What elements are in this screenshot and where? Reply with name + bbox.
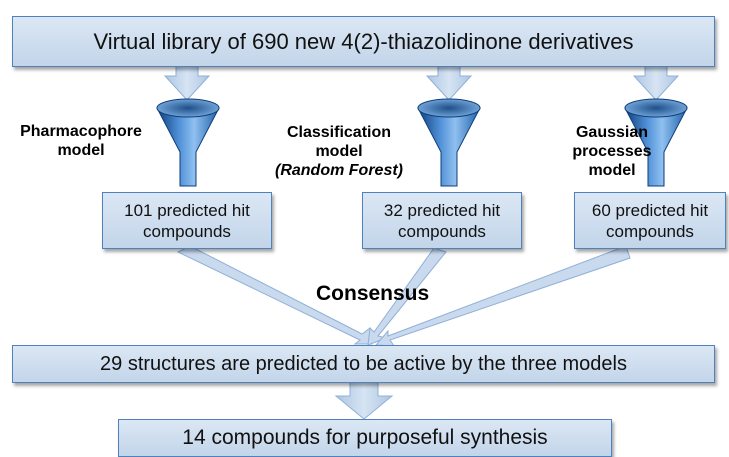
result-line: 60 predicted hit xyxy=(591,200,709,220)
down-arrow-2 xyxy=(425,65,473,101)
label-line: Pharmacophore xyxy=(20,123,142,140)
final-box: 14 compounds for purposeful synthesis xyxy=(118,419,612,457)
pharmacophore-model-label: Pharmacophore model xyxy=(6,122,156,160)
down-arrow-1 xyxy=(163,65,211,101)
classification-model-label: Classification model (Random Forest) xyxy=(262,123,416,180)
result-line: compounds xyxy=(606,221,694,241)
label-line: model xyxy=(315,143,363,160)
consensus-box: 29 structures are predicted to be active… xyxy=(12,345,715,383)
result-line: 32 predicted hit xyxy=(383,200,501,220)
down-arrow-3 xyxy=(632,65,680,101)
final-text: 14 compounds for purposeful synthesis xyxy=(182,426,548,449)
result-line: 101 predicted hit xyxy=(124,200,250,220)
label-line: model xyxy=(588,162,636,179)
result-box-pharmacophore: 101 predicted hit compounds xyxy=(102,192,272,249)
result-box-classification: 32 predicted hit compounds xyxy=(362,192,522,249)
consensus-label: Consensus xyxy=(316,282,430,305)
library-text: Virtual library of 690 new 4(2)-thiazoli… xyxy=(93,28,634,54)
converge-arrow-middle xyxy=(367,247,447,346)
label-line: Classification xyxy=(286,124,392,141)
funnel-icon xyxy=(624,98,688,187)
label-italic-line: (Random Forest) xyxy=(275,162,403,179)
label-line: processes xyxy=(572,143,652,160)
funnel-icon xyxy=(417,98,481,187)
result-box-gaussian: 60 predicted hit compounds xyxy=(574,192,726,249)
result-line: compounds xyxy=(143,221,231,241)
library-box: Virtual library of 690 new 4(2)-thiazoli… xyxy=(12,16,715,67)
result-line: compounds xyxy=(398,221,486,241)
down-arrow-final xyxy=(334,380,394,420)
funnel-icon xyxy=(156,98,220,187)
label-line: model xyxy=(57,142,105,159)
label-line: Gaussian xyxy=(575,124,649,141)
consensus-text: 29 structures are predicted to be active… xyxy=(100,352,627,375)
gaussian-model-label: Gaussian processes model xyxy=(567,123,657,180)
